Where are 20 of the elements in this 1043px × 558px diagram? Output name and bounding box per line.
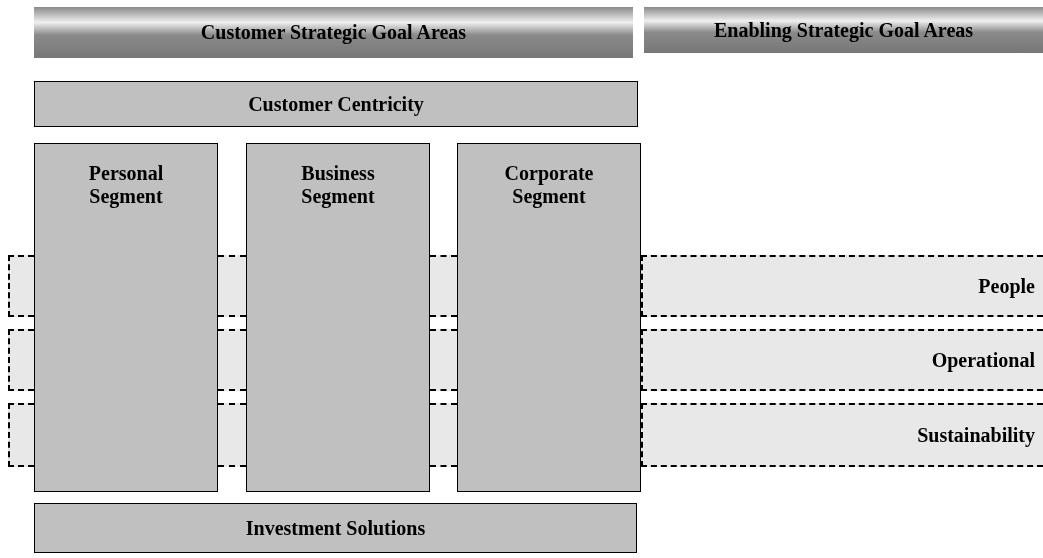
header-title: Customer Strategic Goal Areas [200, 21, 467, 44]
segment-column [34, 143, 218, 492]
header-title: Enabling Strategic Goal Areas [713, 18, 974, 42]
dashed-band [641, 403, 1043, 467]
goal-area-box [34, 81, 638, 127]
box-label: People [978, 274, 1035, 298]
goal-area-box [34, 503, 637, 553]
dashed-band [641, 255, 1043, 317]
box-label: Personal Segment [87, 162, 165, 208]
box-label: Operational [931, 348, 1035, 372]
box-label: Investment Solutions [245, 516, 426, 540]
box-label: Corporate Segment [503, 162, 595, 208]
box-label: Sustainability [917, 423, 1035, 447]
section-header-bar [34, 7, 633, 58]
segment-column [246, 143, 430, 492]
box-label: Business Segment [300, 162, 376, 208]
section-header-bar [644, 7, 1043, 53]
segment-column [457, 143, 641, 492]
box-label: Customer Centricity [248, 92, 424, 116]
dashed-band [641, 329, 1043, 391]
